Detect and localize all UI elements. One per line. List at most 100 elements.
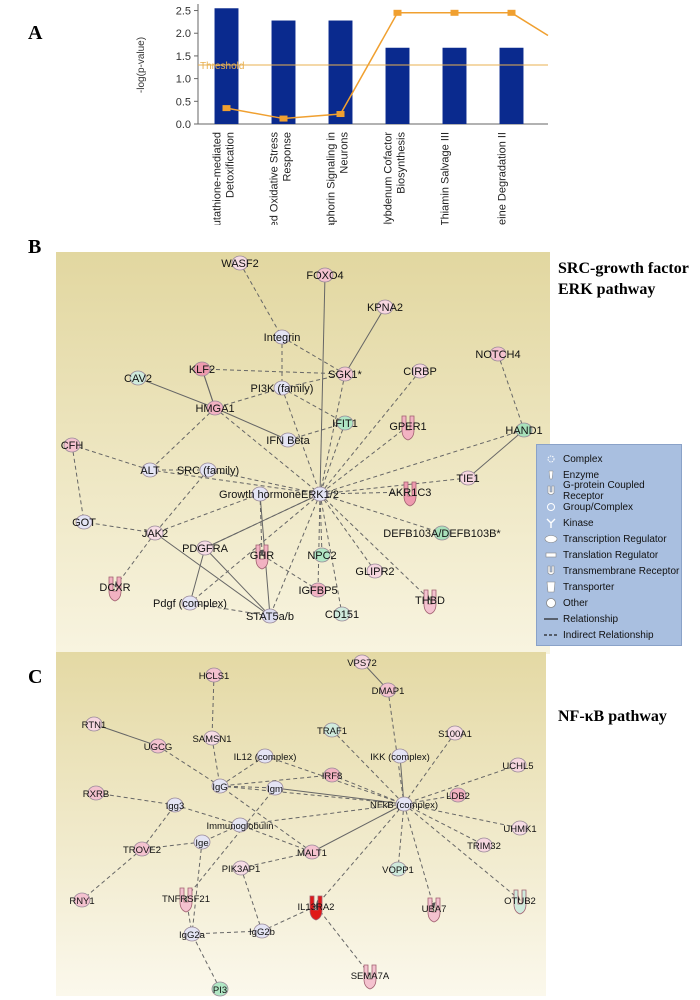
node-ikk[interactable]: IKK (complex) xyxy=(370,748,430,764)
node-label: RTN1 xyxy=(82,720,107,731)
node-vopp1[interactable]: VOPP1 xyxy=(382,861,414,877)
node-pik3ap1[interactable]: PIK3AP1 xyxy=(222,860,261,876)
edge-sema7a-il13ra2 xyxy=(315,905,371,976)
node-erk[interactable]: ERK1/2 xyxy=(301,486,339,502)
node-ghr[interactable]: GHR xyxy=(250,544,275,570)
node-igg3[interactable]: Igg3 xyxy=(166,797,185,813)
node-pi3k[interactable]: PI3K (family) xyxy=(251,380,314,396)
edge-pi3k-sgk1 xyxy=(281,372,346,389)
node-tnfrsf21[interactable]: TNFRSF21 xyxy=(162,887,210,913)
x-tick-label-line: Glutathione-mediated xyxy=(212,132,224,225)
node-integrin[interactable]: Integrin xyxy=(264,329,301,345)
node-ifit1[interactable]: IFIT1 xyxy=(332,415,358,431)
node-gh[interactable]: Growth hormone xyxy=(219,486,301,502)
node-label: SGK1* xyxy=(328,369,362,381)
node-label: IRF8 xyxy=(322,771,343,782)
node-traf1[interactable]: TRAF1 xyxy=(317,722,347,738)
node-hmga1[interactable]: HMGA1 xyxy=(195,400,235,416)
node-trim32[interactable]: TRIM32 xyxy=(467,837,501,853)
node-label: UBA7 xyxy=(422,904,447,915)
node-uchl5[interactable]: UCHL5 xyxy=(502,757,534,773)
node-label: CFH xyxy=(61,440,84,452)
node-cfh[interactable]: CFH xyxy=(61,437,84,453)
node-akr1c3[interactable]: AKR1C3 xyxy=(389,481,432,507)
edge-jak2-stat5 xyxy=(154,532,271,617)
node-jak2[interactable]: JAK2 xyxy=(142,525,168,541)
node-thbd[interactable]: THBD xyxy=(415,589,445,615)
node-uba7[interactable]: UBA7 xyxy=(422,897,447,923)
node-rtn1[interactable]: RTN1 xyxy=(82,716,107,732)
node-il12[interactable]: IL12 (complex) xyxy=(234,748,297,764)
node-shape xyxy=(273,380,291,396)
node-shape xyxy=(261,608,279,624)
node-igg2a[interactable]: IgG2a xyxy=(179,926,206,942)
node-dmap1[interactable]: DMAP1 xyxy=(372,682,405,698)
edge-erk-glipr2 xyxy=(319,493,376,572)
edge-gper1-erk xyxy=(319,425,409,495)
node-rny1[interactable]: RNY1 xyxy=(69,892,95,908)
node-alt[interactable]: ALT xyxy=(140,462,160,478)
node-cirbp[interactable]: CIRBP xyxy=(403,363,437,379)
node-hcls1[interactable]: HCLS1 xyxy=(199,667,230,683)
node-notch4[interactable]: NOTCH4 xyxy=(475,346,521,362)
node-cav2[interactable]: CAV2 xyxy=(124,370,152,386)
node-kpna2[interactable]: KPNA2 xyxy=(367,299,403,315)
edge-wasf2-integrin xyxy=(239,262,283,338)
node-label: TIE1 xyxy=(456,473,479,485)
node-sgk1[interactable]: SGK1* xyxy=(328,366,363,382)
node-igg[interactable]: IgG xyxy=(211,778,229,794)
edge-hmga1-ifnb xyxy=(214,407,289,441)
node-defb[interactable]: DEFB103A/DEFB103B* xyxy=(383,525,501,541)
edge-igg2a-igg2b xyxy=(191,928,263,935)
node-shape xyxy=(513,889,527,915)
node-rxrb[interactable]: RXRB xyxy=(83,785,109,801)
node-otub2[interactable]: OTUB2 xyxy=(504,889,536,915)
legend-item-transporter: Transporter xyxy=(543,579,614,595)
node-ifnb[interactable]: IFN Beta xyxy=(266,432,311,448)
node-ugcg[interactable]: UGCG xyxy=(144,738,173,754)
node-vps72[interactable]: VPS72 xyxy=(347,654,377,670)
node-tie1[interactable]: TIE1 xyxy=(456,470,480,486)
node-igm[interactable]: Igm xyxy=(266,780,284,796)
node-got[interactable]: GOT xyxy=(72,514,96,530)
node-malt1[interactable]: MALT1 xyxy=(297,844,327,860)
node-ige[interactable]: Ige xyxy=(193,834,211,850)
node-label: SEMA7A xyxy=(351,971,390,982)
node-ldb2[interactable]: LDB2 xyxy=(446,787,470,803)
node-il13ra2[interactable]: IL13RA2 xyxy=(298,895,335,921)
node-pi3[interactable]: PI3 xyxy=(211,981,229,997)
node-wasf2[interactable]: WASF2 xyxy=(221,255,259,271)
node-trove2[interactable]: TROVE2 xyxy=(123,841,161,857)
node-samsn1[interactable]: SAMSN1 xyxy=(192,730,232,746)
legend-label: Enzyme xyxy=(563,469,600,481)
node-pdgf[interactable]: Pdgf (complex) xyxy=(153,595,227,611)
node-shape xyxy=(181,595,199,611)
node-glipr2[interactable]: GLIPR2 xyxy=(355,563,395,579)
node-s100a1[interactable]: S100A1 xyxy=(438,725,472,741)
node-shape xyxy=(401,415,415,441)
node-uhmk1[interactable]: UHMK1 xyxy=(503,820,537,836)
relationship-line-icon xyxy=(543,613,559,625)
edge-pdgf-pdgfra xyxy=(189,547,207,604)
node-stat5[interactable]: STAT5a/b xyxy=(246,608,294,624)
node-nfkb[interactable]: NFkB (complex) xyxy=(370,796,438,812)
node-foxo4[interactable]: FOXO4 xyxy=(306,267,344,283)
node-npc2[interactable]: NPC2 xyxy=(307,547,337,563)
transporter-icon xyxy=(543,581,559,593)
node-klf2[interactable]: KLF2 xyxy=(189,361,215,377)
node-pdgfra[interactable]: PDGFRA xyxy=(182,540,229,556)
node-immunoglobulin[interactable]: Immunoglobulin xyxy=(206,817,274,833)
node-igg2b[interactable]: IgG2b xyxy=(249,923,275,939)
node-dcxr[interactable]: DCXR xyxy=(99,576,131,602)
panel-letter-b: B xyxy=(28,236,42,258)
node-irf8[interactable]: IRF8 xyxy=(322,767,343,783)
node-gper1[interactable]: GPER1 xyxy=(389,415,427,441)
node-src[interactable]: SRC (family) xyxy=(177,462,239,478)
x-tick-label-line: L-cysteine Degradation II xyxy=(497,132,509,225)
node-cd151[interactable]: CD151 xyxy=(325,606,359,622)
edge-erk-igfbp5 xyxy=(315,493,322,591)
node-igfbp5[interactable]: IGFBP5 xyxy=(298,582,338,598)
node-sema7a[interactable]: SEMA7A xyxy=(351,964,390,990)
node-hand1[interactable]: HAND1 xyxy=(505,422,543,438)
